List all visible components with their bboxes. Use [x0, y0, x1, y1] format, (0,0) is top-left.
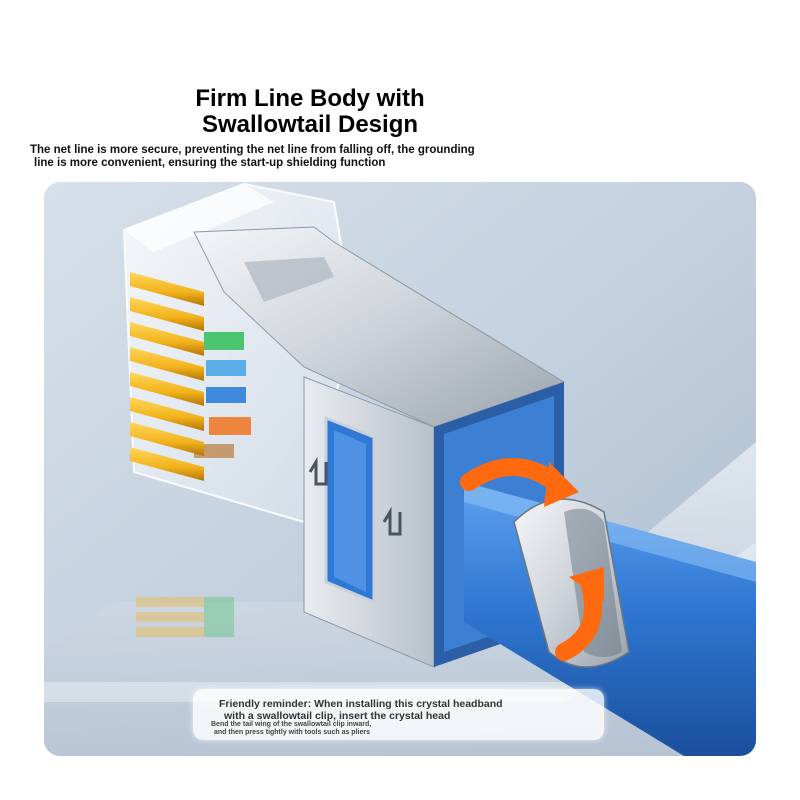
description-line-2: line is more convenient, ensuring the st…: [34, 156, 386, 169]
blue-cable: [464, 482, 756, 756]
heading-line-1: Firm Line Body with: [195, 85, 425, 112]
reminder-line-1: Friendly reminder: When installing this …: [219, 698, 503, 710]
friendly-reminder-box: Friendly reminder: When installing this …: [193, 689, 604, 740]
description-line-1: The net line is more secure, preventing …: [30, 144, 475, 156]
rotation-arrows-icon: [460, 458, 604, 661]
heading-line-2: Swallowtail Design: [201, 111, 419, 138]
rj45-connector-illustration: [44, 182, 756, 756]
gold-pins: [130, 272, 204, 481]
heading: Firm Line Body with Swallowtail Design: [150, 86, 470, 138]
reminder-line-3: Bend the tail wing of the swallowtail cl…: [211, 721, 372, 728]
reminder-line-2: with a swallowtail clip, insert the crys…: [224, 710, 451, 722]
reminder-line-4: and then press tightly with tools such a…: [214, 729, 370, 736]
description: The net line is more secure, preventing …: [30, 144, 590, 169]
product-photo: [44, 182, 756, 756]
